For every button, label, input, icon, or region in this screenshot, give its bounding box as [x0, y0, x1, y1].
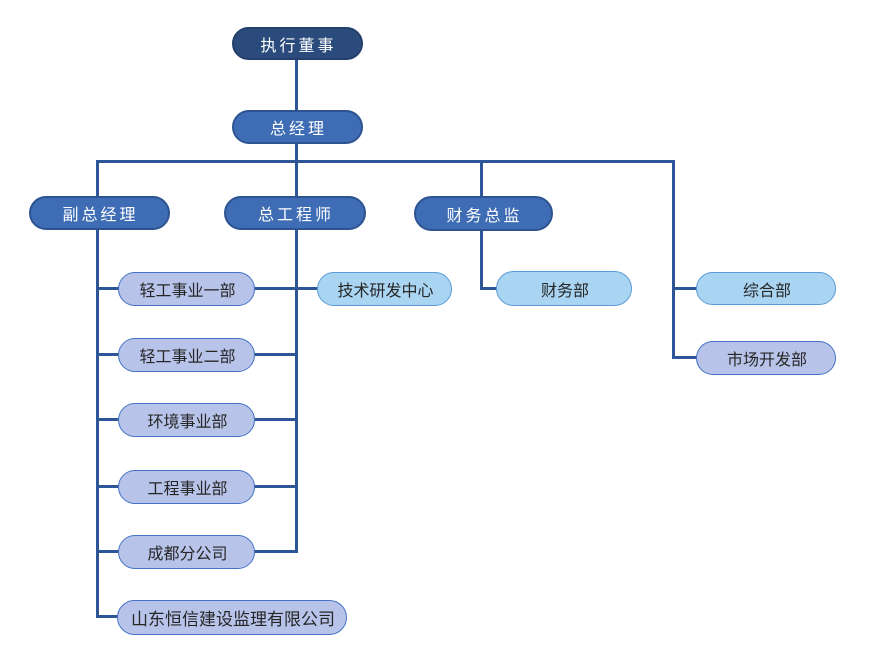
stub-tech-rd [295, 287, 320, 290]
node-label: 财务部 [540, 282, 589, 300]
node-label: 财务总监 [446, 207, 523, 225]
node-label: 副总经理 [62, 207, 139, 224]
connector-exec-to-gm [295, 59, 298, 111]
connector-level3-bus [96, 160, 675, 163]
node-market-development-dept: 市场开发部 [696, 341, 836, 375]
stub-market-dev [672, 356, 699, 359]
node-tech-rd-center: 技术研发中心 [317, 272, 452, 306]
node-label: 环境事业部 [147, 414, 228, 431]
node-label: 轻工事业二部 [139, 349, 236, 366]
node-label: 综合部 [742, 282, 791, 300]
node-label: 总经理 [269, 121, 327, 138]
node-label: 市场开发部 [726, 352, 807, 369]
stub-chengdu-right [252, 550, 298, 553]
node-label: 总工程师 [257, 207, 334, 224]
node-deputy-general-manager: 副总经理 [29, 196, 170, 230]
stub-shandong-left [96, 615, 120, 618]
node-general-affairs-dept: 综合部 [696, 272, 836, 305]
stub-light-industry-1-left [96, 287, 120, 290]
node-light-industry-division-2: 轻工事业二部 [118, 338, 255, 372]
trunk-deputy-gm [96, 160, 99, 618]
stub-light-industry-2-right [252, 353, 298, 356]
node-finance-dept: 财务部 [496, 271, 632, 306]
node-label: 工程事业部 [147, 481, 228, 498]
stub-general-affairs [672, 287, 699, 290]
node-finance-director: 财务总监 [414, 196, 553, 231]
node-general-manager: 总经理 [232, 110, 363, 144]
stub-engineering-left [96, 485, 120, 488]
node-label: 执行董事 [260, 37, 337, 55]
stub-environment-right [252, 418, 298, 421]
node-label: 山东恒信建设监理有限公司 [131, 610, 335, 629]
node-engineering-division: 工程事业部 [118, 470, 255, 504]
node-chengdu-branch: 成都分公司 [118, 535, 255, 569]
node-chief-engineer: 总工程师 [224, 196, 366, 230]
node-executive-director: 执行董事 [232, 27, 363, 60]
stub-engineering-right [252, 485, 298, 488]
node-label: 成都分公司 [147, 546, 228, 563]
trunk-right-branch [672, 160, 675, 359]
node-shandong-hengxin-supervision: 山东恒信建设监理有限公司 [117, 600, 347, 635]
stub-finance-dept [480, 287, 499, 290]
node-label: 轻工事业一部 [139, 283, 236, 300]
stub-environment-left [96, 418, 120, 421]
stub-chengdu-left [96, 550, 120, 553]
node-label: 技术研发中心 [337, 283, 434, 300]
stub-light-industry-1-right [252, 287, 298, 290]
stub-light-industry-2-left [96, 353, 120, 356]
node-environment-division: 环境事业部 [118, 403, 255, 437]
trunk-chief-engineer [295, 160, 298, 553]
connector-gm-drop [295, 143, 298, 163]
node-light-industry-division-1: 轻工事业一部 [118, 272, 255, 306]
